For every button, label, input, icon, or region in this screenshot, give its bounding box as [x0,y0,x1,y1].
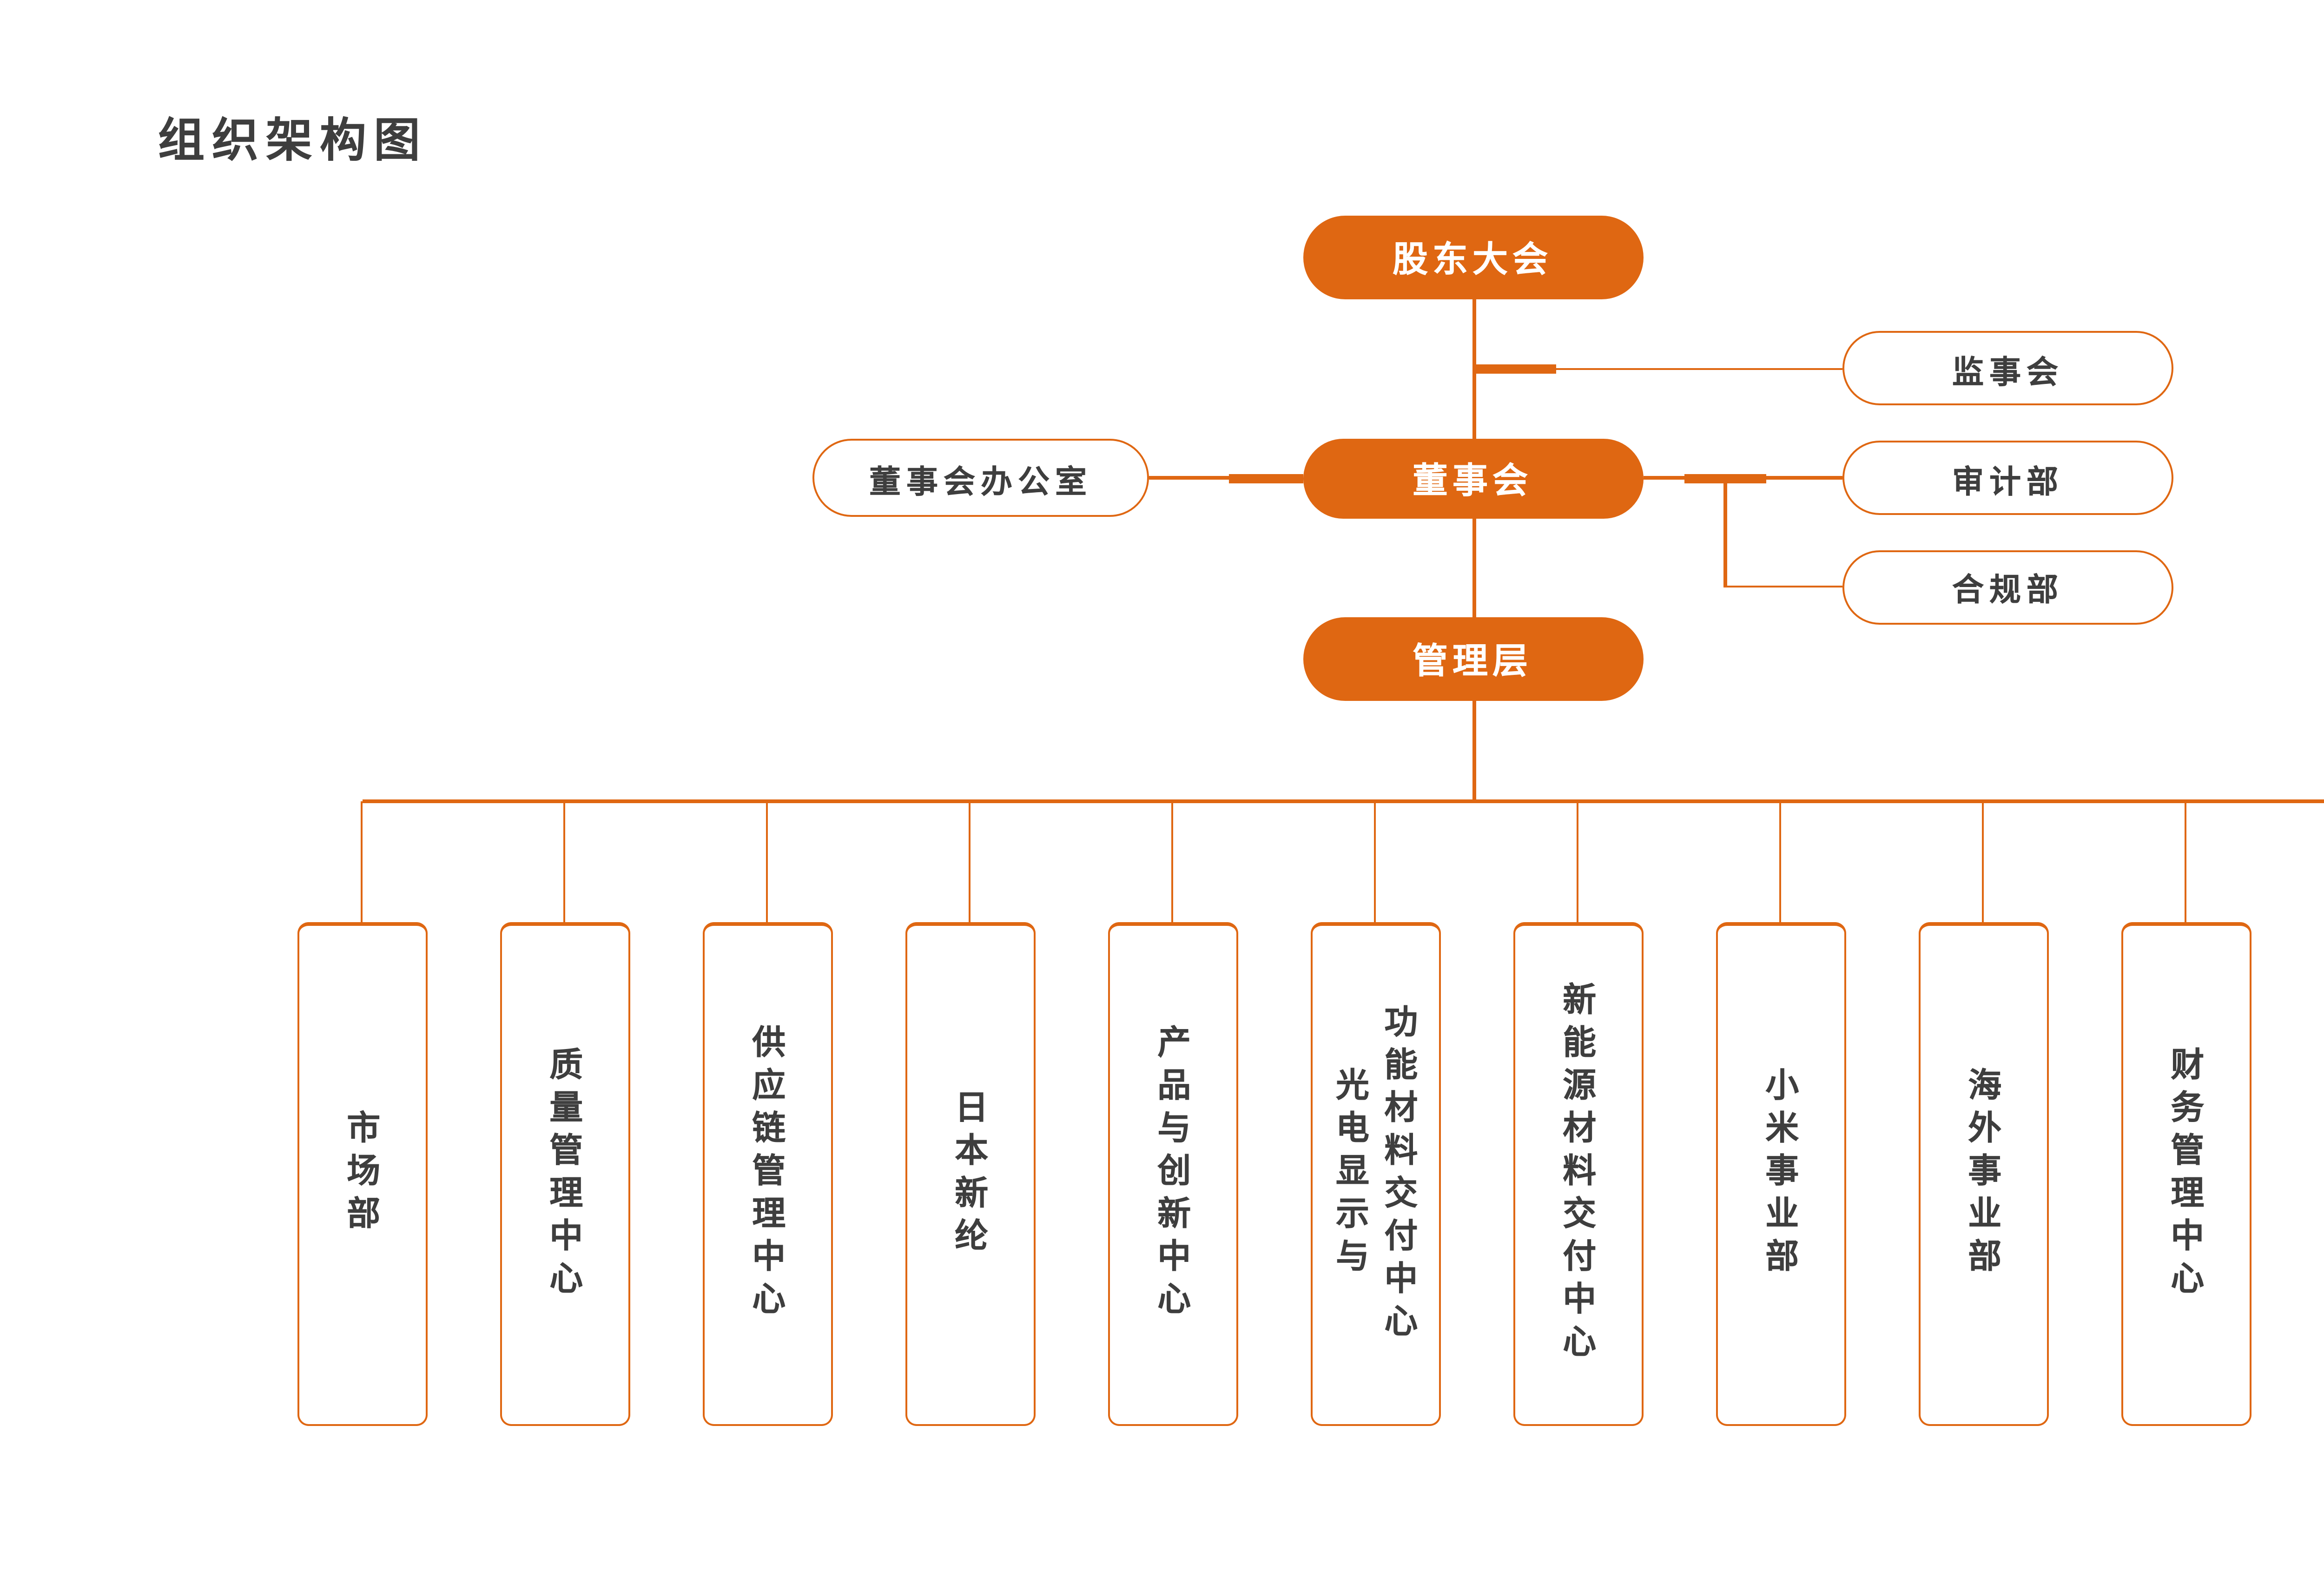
connector-trunk-middle [1473,517,1476,618]
connector-audit-thin-2 [1766,476,1842,479]
connector-supervisory-thin [1556,367,1842,370]
department-label: 海外事业部 [1964,1067,2002,1281]
department-box[interactable]: 市场部 [297,921,427,1425]
connector-office-thin [1149,476,1229,479]
node-management[interactable]: 管理层 [1302,617,1643,701]
connector-audit-thin-1 [1643,476,1684,479]
connector-trunk-lower [1473,700,1476,801]
department-box[interactable]: 质量管理中心 [499,921,629,1425]
department-label: 供应链管理中心 [748,1024,786,1324]
connector-dept-drop [968,801,971,921]
node-shareholders-label: 股东大会 [1392,241,1552,280]
department-box[interactable]: 海外事业部 [1918,921,2048,1425]
connector-dept-drop [1981,801,1984,921]
connector-supervisory-thick [1473,363,1557,373]
department-box[interactable]: 光电显示与 功能材料交付中心 [1310,921,1440,1425]
connector-dept-drop [1779,801,1782,921]
node-supervisory-board[interactable]: 监事会 [1842,331,2173,405]
connector-dept-drop [1373,801,1376,921]
department-label: 质量管理中心 [546,1046,583,1302]
connector-audit-thick [1684,473,1766,482]
department-label: 小米事业部 [1762,1067,1799,1281]
connector-dept-drop [563,801,566,921]
department-box[interactable]: 供应链管理中心 [702,921,832,1425]
node-board-of-directors[interactable]: 董事会 [1302,438,1643,518]
node-supervisory-label: 监事会 [1952,354,2064,389]
department-label: 产品与创新中心 [1154,1024,1191,1324]
department-box[interactable]: 小米事业部 [1715,921,1845,1425]
node-shareholders-meeting[interactable]: 股东大会 [1302,215,1643,298]
connector-bus [362,799,2324,803]
department-label: 日本新纶 [951,1089,989,1260]
page-title: 组织架构图 [158,115,428,167]
node-audit-dept[interactable]: 审计部 [1842,441,2173,515]
node-management-label: 管理层 [1412,643,1532,682]
connector-compliance-thin [1724,585,1842,588]
department-label: 光电显示与 功能材料交付中心 [1332,1003,1418,1345]
department-box[interactable]: 产品与创新中心 [1107,921,1237,1425]
connector-dept-drop [1171,801,1174,921]
node-compliance-label: 合规部 [1952,573,2064,608]
department-box[interactable]: 财务管理中心 [2120,921,2251,1425]
department-box[interactable]: 新能源材料交付中心 [1512,921,1643,1425]
connector-compliance-drop [1724,482,1727,587]
connector-dept-drop [2184,801,2187,921]
node-audit-label: 审计部 [1952,464,2064,499]
department-label: 财务管理中心 [2167,1046,2205,1302]
node-board-label: 董事会 [1412,462,1532,501]
node-board-office[interactable]: 董事会办公室 [812,439,1149,517]
department-label: 新能源材料交付中心 [1559,982,1597,1366]
connector-dept-drop [360,801,363,921]
department-label: 市场部 [343,1110,381,1238]
node-board-office-label: 董事会办公室 [869,464,1092,499]
node-compliance-dept[interactable]: 合规部 [1842,549,2173,625]
connector-office-thick [1229,473,1302,482]
connector-dept-drop [1576,801,1579,921]
department-box[interactable]: 日本新纶 [905,921,1035,1425]
connector-dept-drop [766,801,768,921]
